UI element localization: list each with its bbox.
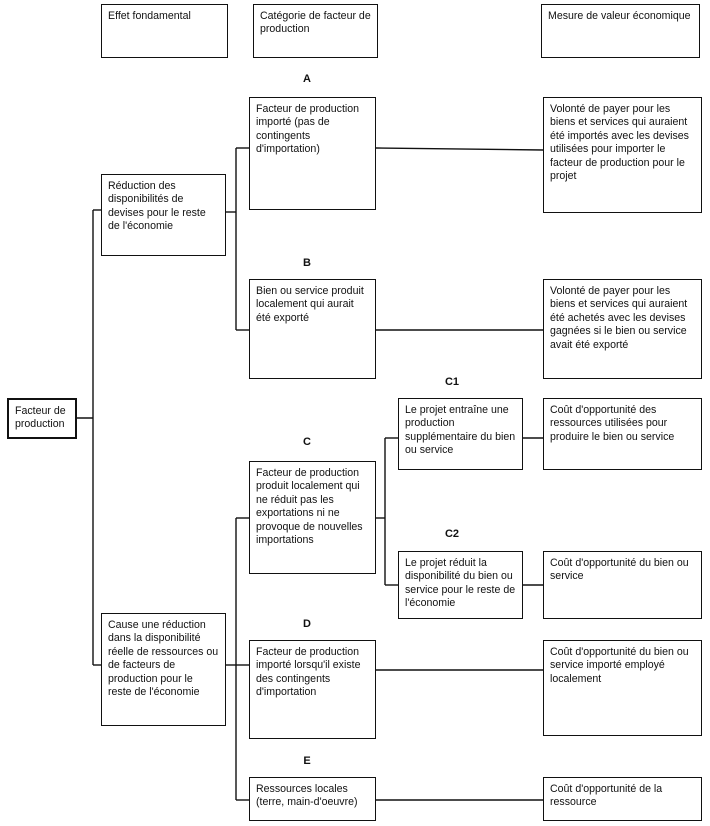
category-a: Facteur de production importé (pas de co…	[249, 97, 376, 210]
subcategory-c2: Le projet réduit la disponibilité du bie…	[398, 551, 523, 619]
tag-b: B	[303, 257, 311, 269]
category-c: Facteur de production produit localement…	[249, 461, 376, 574]
tag-c1: C1	[444, 376, 460, 388]
measure-e: Coût d'opportunité de la ressource	[543, 777, 702, 821]
category-e: Ressources locales (terre, main-d'oeuvre…	[249, 777, 376, 821]
category-b: Bien ou service produit localement qui a…	[249, 279, 376, 379]
measure-b: Volonté de payer pour les biens et servi…	[543, 279, 702, 379]
tag-d: D	[303, 618, 311, 630]
header-effet: Effet fondamental	[101, 4, 228, 58]
measure-c2: Coût d'opportunité du bien ou service	[543, 551, 702, 619]
measure-c1: Coût d'opportunité des ressources utilis…	[543, 398, 702, 470]
tag-c: C	[303, 436, 311, 448]
measure-a: Volonté de payer pour les biens et servi…	[543, 97, 702, 213]
effect-cause: Cause une réduction dans la disponibilit…	[101, 613, 226, 726]
header-categorie: Catégorie de facteur de production	[253, 4, 378, 58]
subcategory-c1: Le projet entraîne une production supplé…	[398, 398, 523, 470]
category-d: Facteur de production importé lorsqu'il …	[249, 640, 376, 739]
root-box: Facteur de production	[7, 398, 77, 439]
tag-a: A	[303, 73, 311, 85]
tag-c2: C2	[444, 528, 460, 540]
header-mesure: Mesure de valeur économique	[541, 4, 700, 58]
measure-d: Coût d'opportunité du bien ou service im…	[543, 640, 702, 736]
tag-e: E	[303, 755, 311, 767]
effect-reduction: Réduction des disponibilités de devises …	[101, 174, 226, 256]
